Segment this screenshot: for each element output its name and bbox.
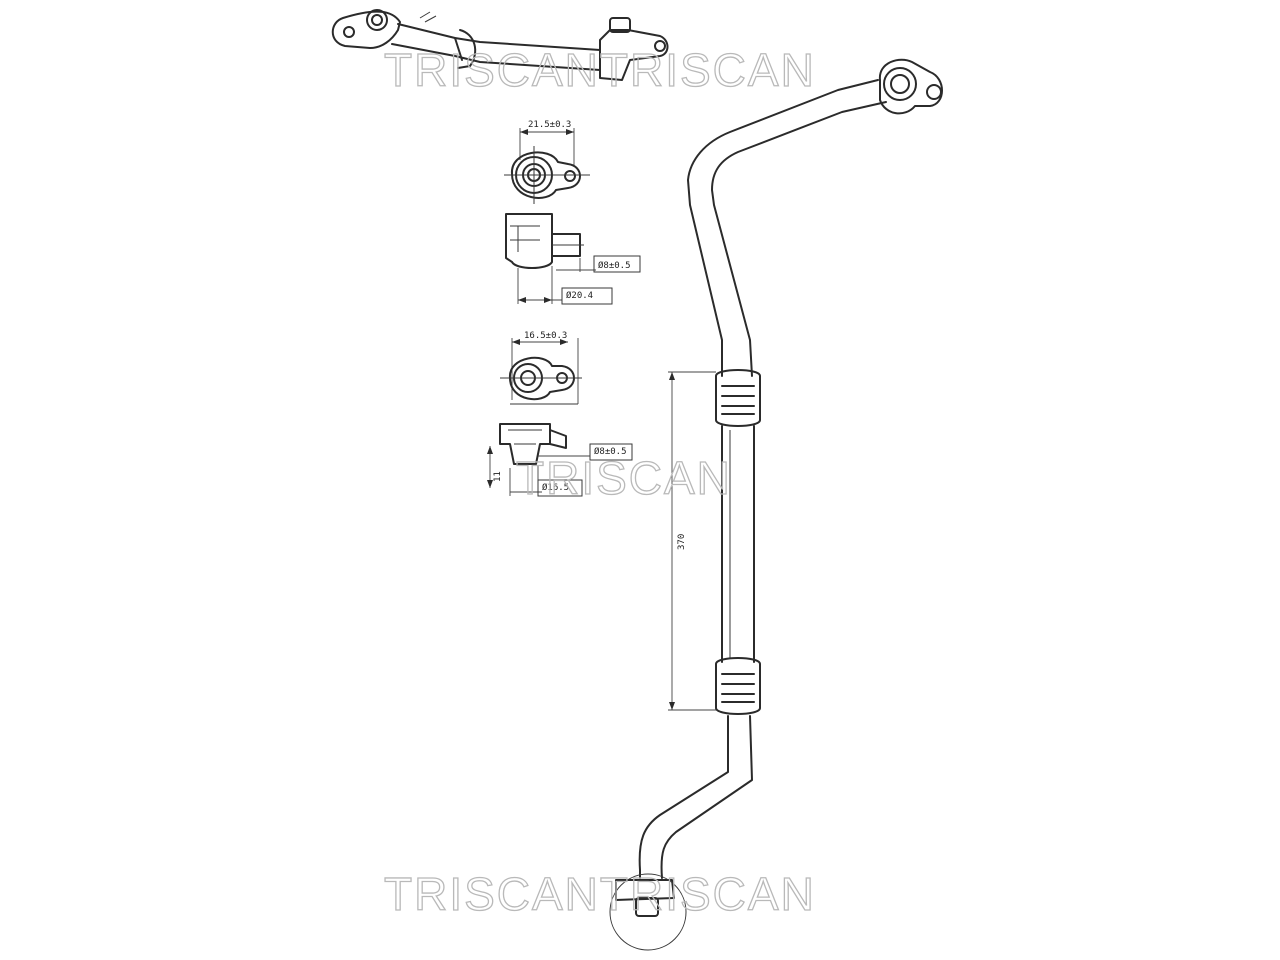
fitting-2-pipe-diameter: Ø8±0.5	[594, 446, 627, 457]
watermark-top: TRISCANTRISCAN	[384, 44, 816, 96]
fitting-1-front-view: 21.5±0.3	[504, 120, 590, 204]
fitting-1-body-diameter: Ø20.4	[566, 290, 593, 301]
fitting-2-side-view: 11 Ø8±0.5 Ø16.5	[487, 423, 633, 497]
fitting-2-height-dimension: 11	[493, 471, 503, 482]
watermark-bottom: TRISCANTRISCAN	[384, 868, 816, 920]
watermark-middle: TRISCAN	[516, 452, 732, 504]
fitting-2-front-view: 16.5±0.3	[500, 331, 582, 405]
top-view-pipe	[331, 9, 669, 81]
fitting-1-width-dimension: 21.5±0.3	[528, 120, 571, 130]
main-hose: 370	[609, 58, 943, 951]
fitting-2-body-diameter: Ø16.5	[542, 482, 569, 493]
hose-length-dimension: 370	[677, 534, 687, 550]
fitting-1-side-view: Ø8±0.5 Ø20.4	[505, 213, 641, 305]
fitting-1-pipe-diameter: Ø8±0.5	[598, 260, 631, 271]
fitting-2-width-dimension: 16.5±0.3	[524, 331, 567, 341]
